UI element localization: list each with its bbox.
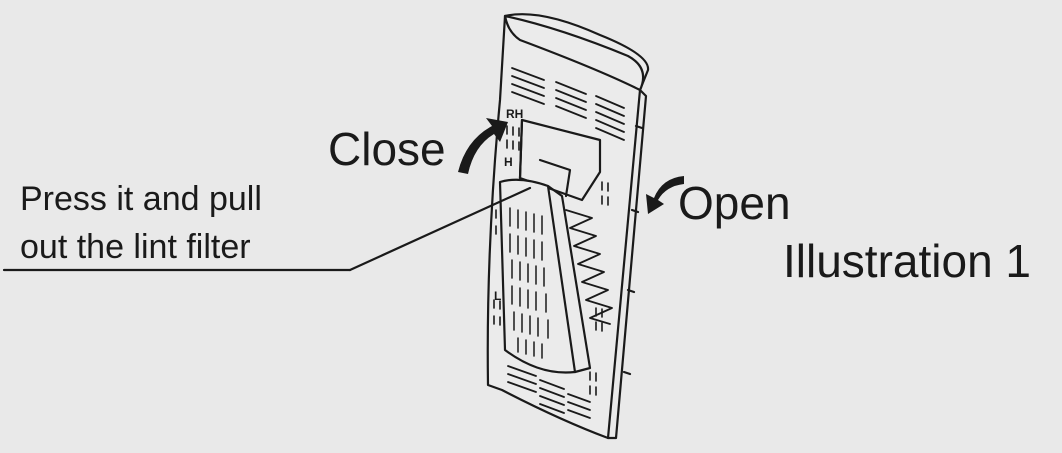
- left-perforations: [493, 125, 520, 326]
- illustration-title: Illustration 1: [783, 235, 1032, 287]
- instruction-leader-line: [348, 186, 532, 272]
- rh-mark: RH: [506, 107, 523, 121]
- lint-filter-body: [498, 178, 613, 374]
- right-perforations: [589, 181, 609, 396]
- open-label: Open: [678, 177, 791, 229]
- l-mark: L: [494, 289, 501, 303]
- bottom-vent-slots: [507, 365, 591, 419]
- filter-handle: [518, 118, 602, 202]
- instruction-line-2: out the lint filter: [20, 228, 251, 266]
- top-vent-slots: [511, 67, 625, 141]
- h-mark: H: [504, 155, 513, 169]
- close-arrow-icon: [458, 118, 508, 174]
- open-arrow-icon: [646, 176, 684, 214]
- close-label: Close: [328, 123, 446, 175]
- instruction-line-1: Press it and pull: [20, 180, 262, 218]
